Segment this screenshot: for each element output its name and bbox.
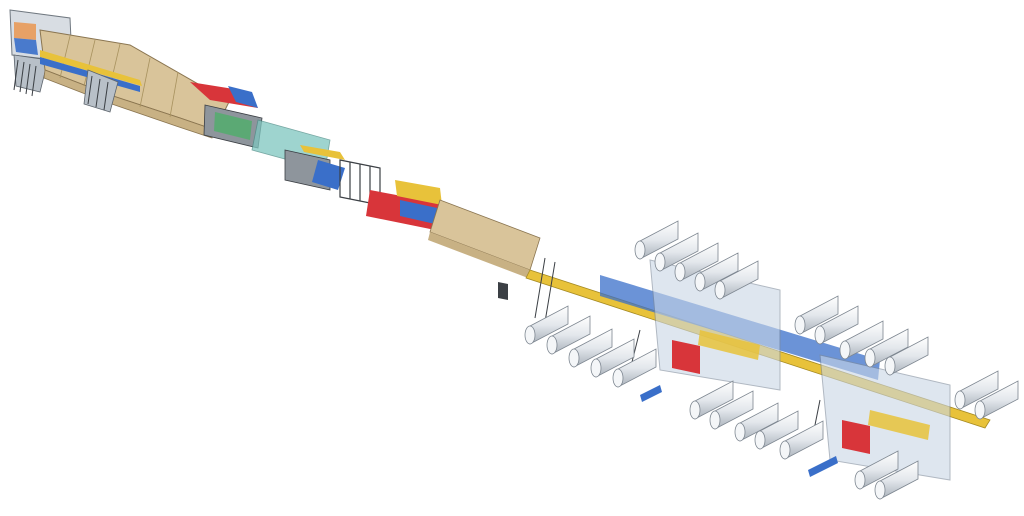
roll-cylinder [689,380,734,420]
roll-cylinders [524,220,1019,500]
roll-cylinder [754,410,799,450]
infeed-station [9,9,73,97]
cooling-section [366,180,541,300]
roll-cylinder [884,336,929,376]
roll-cylinder [590,338,635,378]
roll-cylinder [612,348,657,388]
transfer-yellow-band [300,145,345,160]
cooling-yellow-frame [395,180,442,205]
enclosure-1-red-motor [672,340,700,374]
roll-cylinder [954,370,999,410]
roll-cylinder [546,315,591,355]
press-station [190,82,263,149]
roll-cylinder [524,305,569,345]
enclosure-2-blue-bar [808,456,838,477]
roll-cylinder [814,305,859,345]
sanding-enclosure-2 [808,354,951,481]
roll-cylinder [734,402,779,442]
sanding-enclosure-1 [640,259,781,402]
enclosure-2-red-motor [842,420,870,454]
enclosure-2-yellow-unit [868,410,930,440]
roll-cylinder [854,450,899,490]
press-blue-block [228,86,258,108]
roll-cylinder [779,420,824,460]
roll-cylinder [674,242,719,282]
roll-cylinder [634,220,679,260]
infeed-blue-panel [14,38,38,55]
forming-yellow-rail [40,50,142,86]
infeed-orange-panel [14,22,36,40]
roll-cylinder [839,320,884,360]
roll-cylinder [874,460,919,500]
enclosure-1-yellow-unit [698,330,760,360]
roll-cylinder [568,328,613,368]
press-green-panel [214,112,252,140]
cooling-small-cart [498,282,508,300]
roll-cylinder [864,328,909,368]
transfer-blue-block [312,160,345,190]
roll-cylinder [709,390,754,430]
roll-cylinder [974,380,1019,420]
forming-stairs [83,69,119,113]
enclosure-1-blue-bar [640,385,662,402]
roll-cylinder [794,295,839,335]
roll-cylinder [654,232,699,272]
roll-cylinder [714,260,759,300]
infeed-stairs [13,54,49,93]
transfer-conveyor [251,119,345,191]
forming-line [39,29,231,139]
roll-cylinder [694,252,739,292]
cooling-beige-side [428,232,530,278]
